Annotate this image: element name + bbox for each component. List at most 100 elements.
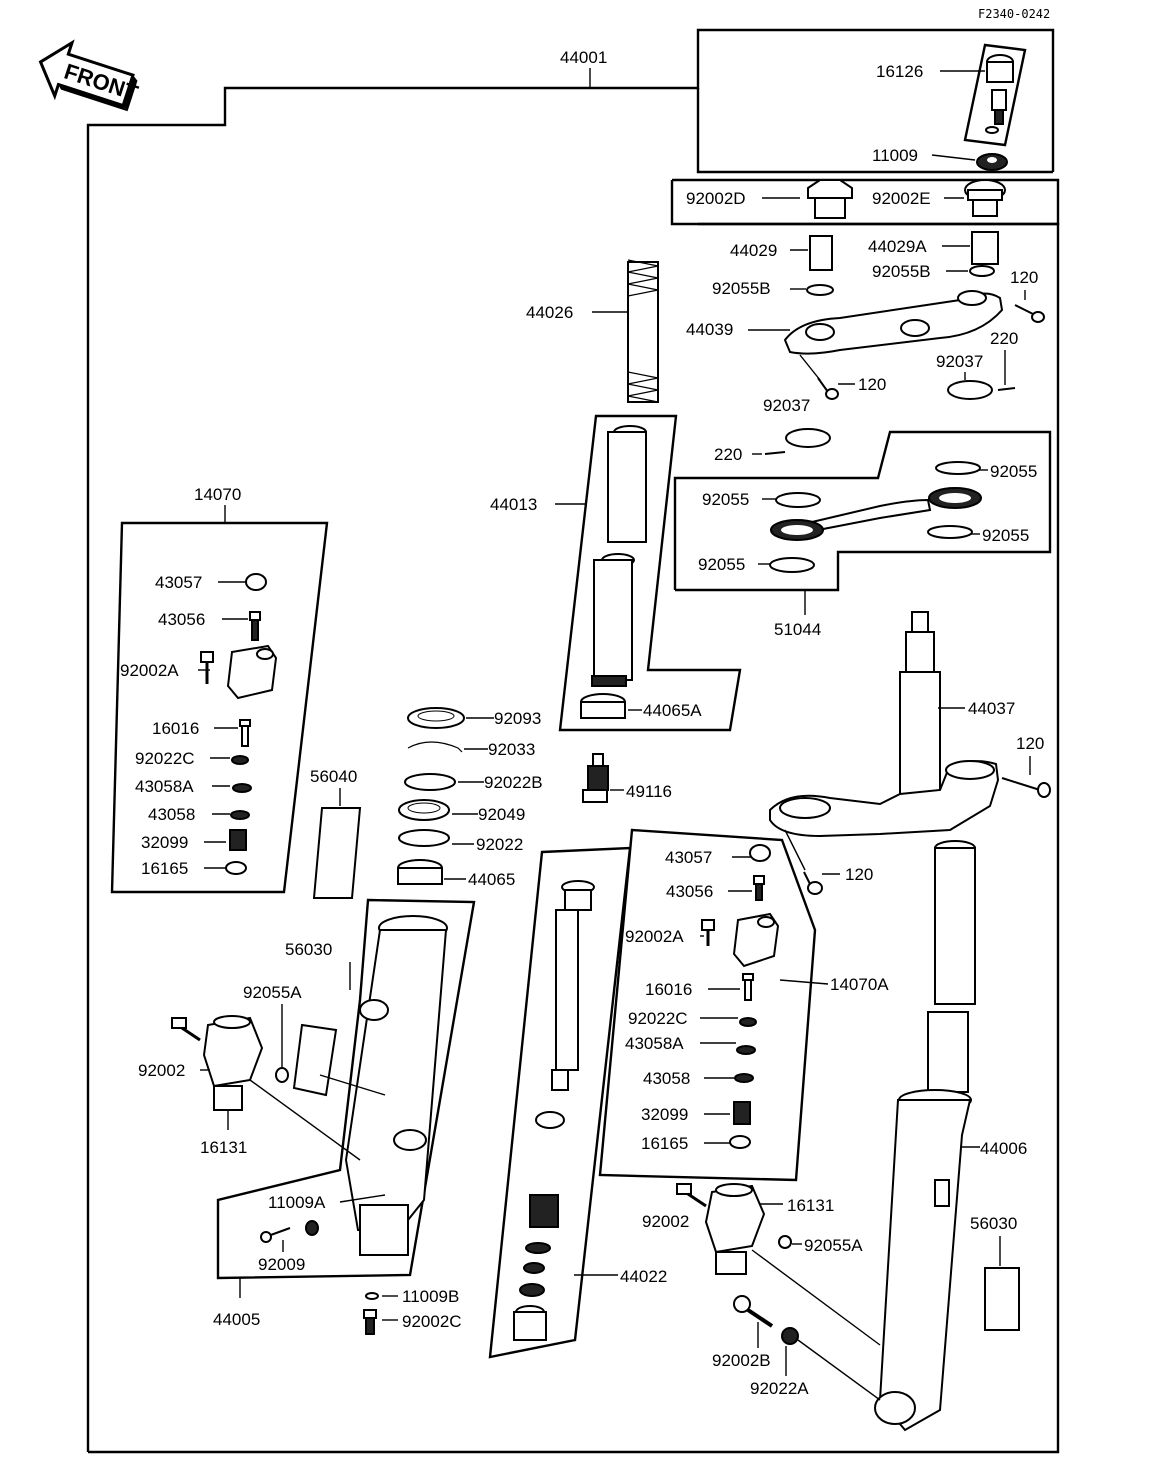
part-220-b bbox=[764, 451, 786, 455]
label-56040: 56040 bbox=[310, 767, 357, 786]
box-14070-left bbox=[110, 521, 329, 894]
label-220-a: 220 bbox=[990, 329, 1018, 348]
part-220-a bbox=[997, 387, 1016, 391]
part-43058A-right bbox=[736, 1045, 756, 1055]
label-43058-left: 43058 bbox=[148, 805, 195, 824]
part-44013 bbox=[591, 425, 647, 687]
part-16126 bbox=[985, 54, 1014, 134]
part-43056-right bbox=[753, 875, 765, 901]
part-32099-left bbox=[229, 829, 247, 851]
part-120-a bbox=[1014, 304, 1045, 323]
label-16165-right: 16165 bbox=[641, 1134, 688, 1153]
label-43056-left: 43056 bbox=[158, 610, 205, 629]
label-56030-right: 56030 bbox=[970, 1214, 1017, 1233]
part-16165-left bbox=[225, 861, 247, 875]
label-16131-right: 16131 bbox=[787, 1196, 834, 1215]
part-43056-left bbox=[249, 611, 261, 641]
part-43058-right bbox=[734, 1073, 754, 1083]
label-16131-left: 16131 bbox=[200, 1138, 247, 1157]
label-92002A-right: 92002A bbox=[625, 927, 684, 946]
part-11009A bbox=[305, 1220, 319, 1236]
label-92002B: 92002B bbox=[712, 1351, 771, 1370]
label-44022: 44022 bbox=[620, 1267, 667, 1286]
part-44039 bbox=[783, 290, 1004, 355]
label-14070A: 14070A bbox=[830, 975, 889, 994]
part-44005 bbox=[344, 915, 448, 1256]
label-44006: 44006 bbox=[980, 1139, 1027, 1158]
part-44022 bbox=[513, 880, 595, 1341]
label-56030-left: 56030 bbox=[285, 940, 332, 959]
label-43057-right: 43057 bbox=[665, 848, 712, 867]
part-92055B-left bbox=[806, 284, 834, 296]
part-16016-left bbox=[239, 719, 251, 747]
part-92055-d bbox=[769, 557, 815, 573]
part-92002E bbox=[964, 179, 1006, 217]
label-16126: 16126 bbox=[876, 62, 923, 81]
label-44065: 44065 bbox=[468, 870, 515, 889]
label-44037: 44037 bbox=[968, 699, 1015, 718]
label-16016-right: 16016 bbox=[645, 980, 692, 999]
label-44001: 44001 bbox=[560, 48, 607, 67]
label-92022C-right: 92022C bbox=[628, 1009, 688, 1028]
label-92022A: 92022A bbox=[750, 1379, 809, 1398]
diagram-ref-code: F2340-0242 bbox=[978, 7, 1050, 21]
part-92002-right bbox=[676, 1183, 707, 1208]
part-92055-a bbox=[935, 461, 981, 475]
box-44005 bbox=[216, 898, 476, 1280]
label-43057-left: 43057 bbox=[155, 573, 202, 592]
label-44026: 44026 bbox=[526, 303, 573, 322]
label-92009: 92009 bbox=[258, 1255, 305, 1274]
label-92055B-left: 92055B bbox=[712, 279, 771, 298]
label-51044: 51044 bbox=[774, 620, 821, 639]
part-92037-b bbox=[785, 428, 831, 448]
label-43058A-left: 43058A bbox=[135, 777, 194, 796]
part-92022A bbox=[781, 1327, 799, 1345]
part-43058A-left bbox=[232, 783, 252, 793]
part-32099-right bbox=[733, 1101, 751, 1125]
label-32099-right: 32099 bbox=[641, 1105, 688, 1124]
label-92055A-left: 92055A bbox=[243, 983, 302, 1002]
label-43058-right: 43058 bbox=[643, 1069, 690, 1088]
box-44022 bbox=[488, 846, 632, 1359]
part-92037-a bbox=[947, 380, 993, 400]
label-14070: 14070 bbox=[194, 485, 241, 504]
part-92002D bbox=[807, 179, 853, 219]
label-11009B: 11009B bbox=[402, 1287, 459, 1306]
part-120-b bbox=[817, 377, 839, 400]
label-11009: 11009 bbox=[872, 146, 918, 165]
part-92002A-right bbox=[701, 912, 780, 968]
box-51044 bbox=[673, 430, 1052, 592]
part-92022B bbox=[404, 773, 456, 791]
part-56030-right bbox=[984, 1267, 1020, 1331]
part-92002-left bbox=[171, 1017, 201, 1042]
label-92002A-left: 92002A bbox=[120, 661, 179, 680]
label-44029: 44029 bbox=[730, 241, 777, 260]
part-44065 bbox=[397, 859, 443, 885]
label-92037-a: 92037 bbox=[936, 352, 983, 371]
label-92002E: 92002E bbox=[872, 189, 931, 208]
part-92009 bbox=[260, 1227, 291, 1243]
part-56030-left bbox=[292, 1023, 338, 1097]
part-92002B bbox=[733, 1295, 774, 1328]
part-92055B-right bbox=[969, 265, 995, 277]
part-44026 bbox=[627, 259, 659, 403]
label-16165-left: 16165 bbox=[141, 859, 188, 878]
part-43057-right bbox=[749, 844, 771, 862]
label-220-b: 220 bbox=[714, 445, 742, 464]
label-92022C-left: 92022C bbox=[135, 749, 195, 768]
part-92055A-left bbox=[275, 1067, 289, 1083]
label-44029A: 44029A bbox=[868, 237, 927, 256]
part-51044-assembly bbox=[770, 487, 982, 541]
part-56040 bbox=[312, 807, 362, 899]
part-92002A-left bbox=[200, 644, 278, 700]
part-16131-right bbox=[704, 1183, 766, 1275]
part-120-d bbox=[803, 871, 823, 895]
label-16016-left: 16016 bbox=[152, 719, 199, 738]
label-44005: 44005 bbox=[213, 1310, 260, 1329]
part-92055-c bbox=[927, 525, 973, 539]
label-49116: 49116 bbox=[626, 782, 672, 801]
part-43057-left bbox=[245, 573, 267, 591]
label-120-d: 120 bbox=[845, 865, 873, 884]
part-92049 bbox=[398, 799, 450, 821]
